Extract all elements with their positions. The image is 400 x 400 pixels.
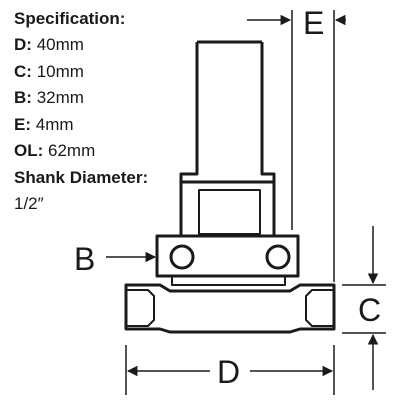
right-bolt: [265, 244, 291, 270]
spec-key: Shank Diameter:: [14, 167, 149, 187]
shank: [179, 42, 276, 236]
dim-label-d: D: [217, 354, 240, 390]
spec-value: 40mm: [36, 35, 84, 54]
spec-shank-value: 1/2″: [14, 194, 44, 213]
bearing-hub: [155, 234, 300, 278]
spec-key: B:: [14, 88, 32, 107]
spec-value: 4mm: [35, 114, 74, 134]
spec-row-shank: Shank Diameter:: [14, 165, 148, 192]
spec-row-ol: OL: 62mm: [14, 138, 148, 165]
shank-neck: [198, 189, 261, 235]
spec-title: Specification:: [14, 9, 126, 28]
spec-value: 62mm: [48, 141, 96, 160]
spec-key: D:: [14, 35, 32, 54]
right-cutter-tip: [305, 289, 335, 327]
spec-row-e: E: 4mm: [14, 112, 148, 139]
spec-key: OL:: [14, 141, 44, 160]
cutter-body: [124, 283, 336, 334]
spec-key: C:: [14, 61, 32, 81]
spec-row-d: D: 40mm: [14, 32, 148, 59]
dim-label-c: C: [358, 292, 381, 328]
collar: [171, 275, 286, 286]
dim-label-b: B: [74, 241, 95, 277]
spec-value: 32mm: [36, 88, 84, 107]
spec-row-b: B: 32mm: [14, 85, 148, 112]
spec-value: 10mm: [36, 61, 84, 81]
left-cutter-tip: [125, 289, 155, 327]
specification-panel: Specification: D: 40mm C: 10mm B: 32mm E…: [14, 6, 148, 218]
spec-row-c: C: 10mm: [14, 59, 148, 86]
dim-label-e: E: [303, 5, 324, 41]
spec-key: E:: [14, 114, 31, 134]
left-bolt: [169, 244, 195, 270]
